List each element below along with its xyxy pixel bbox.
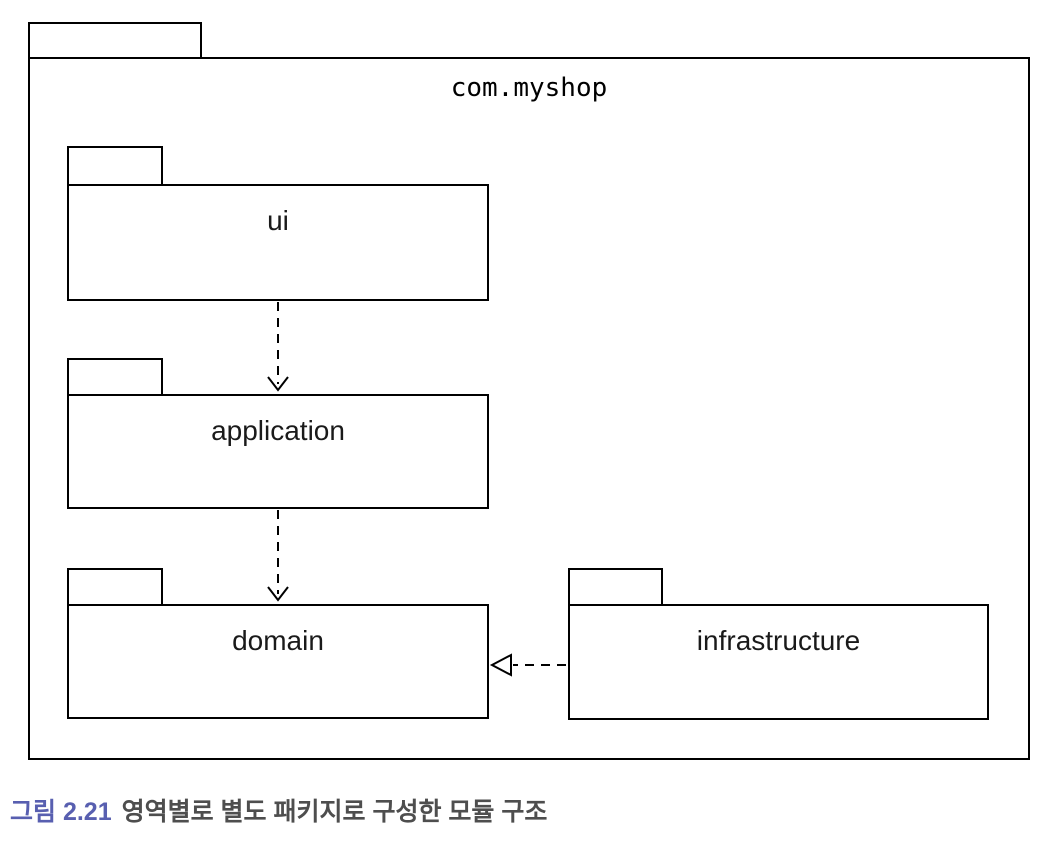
outer-package-name: com.myshop	[450, 73, 608, 103]
figure-number: 그림 2.21	[10, 798, 112, 826]
package-infrastructure: infrastructure	[568, 604, 989, 720]
outer-package-tab	[28, 22, 202, 59]
package-application-tab	[67, 358, 163, 396]
package-application-label: application	[211, 415, 345, 446]
package-infrastructure-tab	[568, 568, 663, 606]
package-ui: ui	[67, 184, 489, 301]
figure-caption: 그림 2.21 영역별로 별도 패키지로 구성한 모듈 구조	[10, 792, 547, 828]
package-domain-tab	[67, 568, 163, 606]
package-domain-label: domain	[232, 625, 324, 656]
package-ui-label: ui	[267, 205, 289, 236]
package-domain: domain	[67, 604, 489, 719]
package-ui-tab	[67, 146, 163, 186]
package-infrastructure-label: infrastructure	[696, 625, 861, 656]
figure-caption-text: 영역별로 별도 패키지로 구성한 모듈 구조	[121, 798, 548, 826]
package-application: application	[67, 394, 489, 509]
